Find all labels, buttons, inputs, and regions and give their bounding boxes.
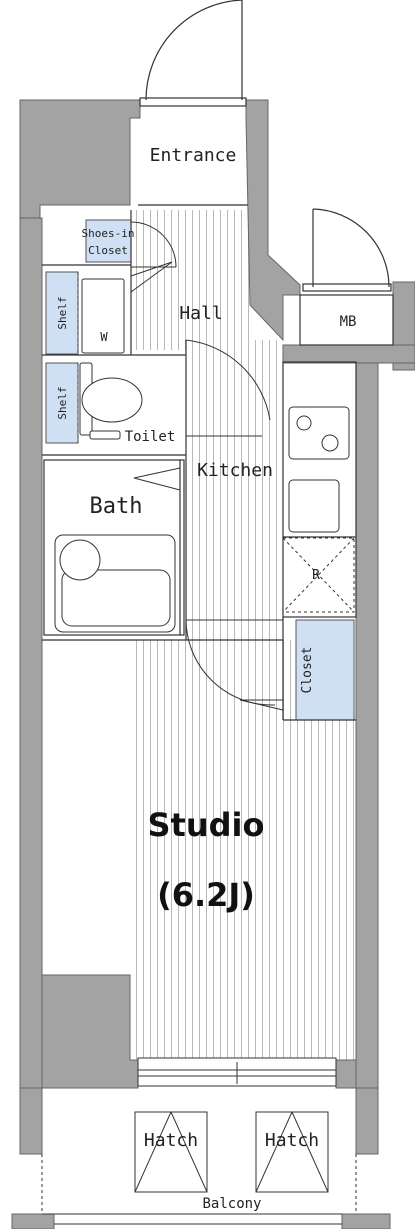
hatch-left-label: Hatch <box>144 1130 198 1151</box>
wall-bottom-left <box>41 974 139 1089</box>
wall-top-right <box>245 99 301 342</box>
washer-label: W <box>100 330 108 344</box>
hatch-right-box <box>255 1111 329 1193</box>
hall-label: Hall <box>179 303 222 324</box>
shoes-closet-label-2: Closet <box>88 244 128 257</box>
balcony <box>41 1111 357 1225</box>
balcony-label: Balcony <box>202 1196 261 1212</box>
closet-label: Closet <box>300 647 315 694</box>
toilet-label: Toilet <box>125 429 176 445</box>
entrance-label: Entrance <box>150 145 237 166</box>
toilet-door <box>185 339 271 437</box>
wall-bottom-right <box>335 1059 357 1089</box>
shelf-upper-label: Shelf <box>56 296 69 329</box>
kitchen-fixtures <box>288 406 350 533</box>
wall-left <box>19 217 43 1089</box>
hatch-right-label: Hatch <box>265 1130 319 1151</box>
bath-door <box>133 467 181 491</box>
mb-door <box>299 208 394 346</box>
wall-mb-bottom <box>282 344 415 364</box>
wall-balcony-right-pier <box>355 1087 379 1155</box>
washer-fixture <box>81 278 125 354</box>
refrigerator-space <box>282 537 355 613</box>
shelf-upper-area <box>45 271 79 355</box>
studio-size-label: (6.2J) <box>157 876 255 914</box>
mb-label: MB <box>340 314 357 330</box>
shelf-lower-label: Shelf <box>56 386 69 419</box>
walls <box>11 99 415 1229</box>
hall-doors <box>130 221 177 293</box>
wall-balcony-right-foot <box>341 1213 391 1229</box>
entrance-door <box>139 0 247 107</box>
kitchen-label: Kitchen <box>197 460 273 481</box>
partitions <box>42 204 357 721</box>
studio-door <box>185 619 284 711</box>
toilet-fixture <box>79 362 143 440</box>
refrigerator-label: R <box>312 568 320 583</box>
shoes-closet-label-1: Shoes-in <box>82 227 135 240</box>
bathtub-fixture <box>54 534 176 633</box>
studio-window <box>137 1057 337 1087</box>
wall-right <box>355 362 379 1089</box>
wall-balcony-left-foot <box>11 1213 55 1229</box>
shelf-lower-area <box>45 362 79 444</box>
bath-label: Bath <box>90 494 143 519</box>
hatch-left-box <box>134 1111 208 1193</box>
studio-label: Studio <box>148 806 265 844</box>
wall-top-left <box>19 99 141 219</box>
wall-balcony-left-pier <box>19 1087 43 1155</box>
